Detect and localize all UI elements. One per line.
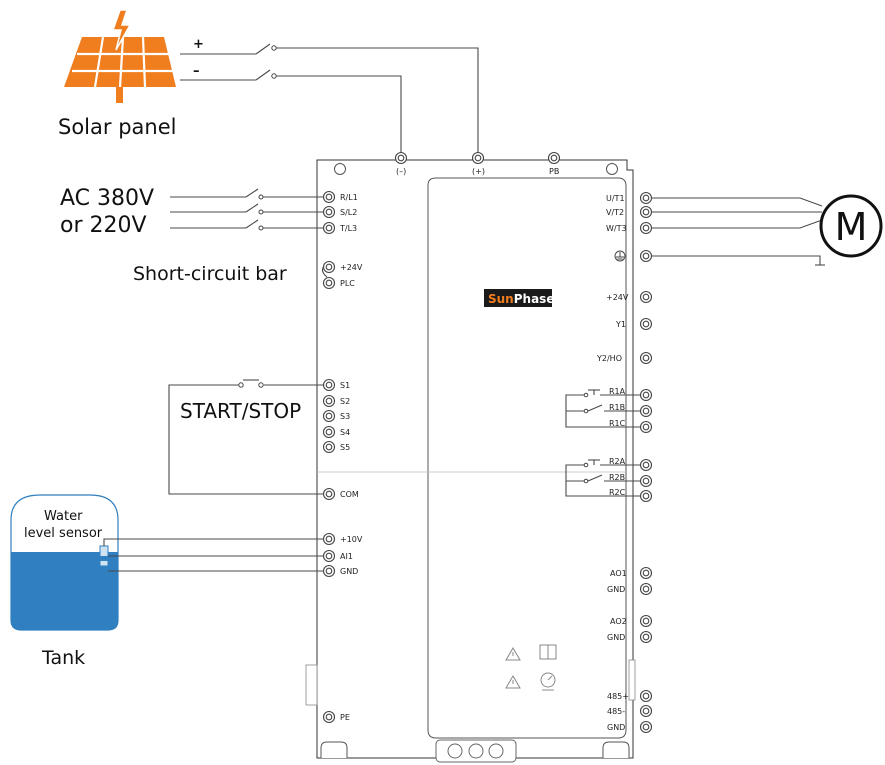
solar-wiring [180, 43, 479, 155]
short-circuit-bar-label: Short-circuit bar [133, 263, 287, 285]
digital-input-terminals: S1 S2 S3 S4 S5 COM [322, 378, 359, 501]
start-stop-label: START/STOP [180, 399, 301, 423]
terminal-label-ut1: U/T1 [606, 194, 625, 203]
terminal-label-plc: PLC [340, 279, 355, 288]
terminal-label-sl2: S/L2 [340, 208, 357, 217]
terminal-label-wt3: W/T3 [606, 224, 627, 233]
top-terminals: (–) (+) PB [394, 151, 561, 176]
terminal-label-com: COM [340, 490, 359, 499]
relay1-terminals: R1A R1B R1C [609, 387, 653, 434]
terminal-label-y1: Y1 [615, 320, 626, 329]
relay1-contacts [565, 389, 640, 428]
tank-label: Tank [41, 647, 85, 669]
ac-label-line2: or 220V [60, 213, 147, 238]
sensor-wiring [103, 538, 323, 572]
terminal-label-s2: S2 [340, 397, 350, 406]
solar-panel-label: Solar panel [58, 115, 176, 139]
terminal-label-gnd-ao2: GND [607, 633, 625, 642]
brand-sun: Sun [488, 292, 514, 306]
water-tank [10, 494, 119, 631]
timer-icon [540, 672, 556, 691]
analog-input-terminals: +10V AI1 GND [322, 532, 363, 578]
water-level-sensor-icon [99, 545, 109, 567]
terminal-label-ai1: AI1 [340, 552, 353, 561]
terminal-label-pos: (+) [472, 167, 485, 176]
start-stop-wiring [168, 379, 323, 495]
minus-label: – [193, 64, 200, 79]
brand-phase: Phase [514, 292, 555, 306]
terminal-label-s4: S4 [340, 428, 350, 437]
output-terminals: +24V Y1 Y2/HO [596, 290, 653, 365]
svg-text:SunPhase: SunPhase [488, 292, 554, 306]
motor-output-terminals: U/T1 V/T2 W/T3 [606, 191, 653, 263]
terminal-label-s5: S5 [340, 443, 350, 452]
inverter-body [305, 159, 636, 763]
terminal-label-485p: 485+ [607, 692, 629, 701]
manual-icon [539, 644, 557, 660]
terminal-label-r1a: R1A [609, 387, 626, 396]
terminal-label-485n: 485- [607, 707, 625, 716]
sensor-label-line2: level sensor [24, 526, 103, 541]
terminal-label-pe: PE [340, 713, 350, 722]
terminal-label-10v: +10V [340, 535, 363, 544]
ao2-terminals: AO2 GND [607, 614, 653, 644]
terminal-label-r1c: R1C [609, 419, 626, 428]
rs485-terminals: 485+ 485- GND [607, 689, 653, 734]
terminal-label-tl3: T/L3 [339, 224, 357, 233]
sensor-label-line1: Water [44, 509, 83, 524]
terminal-label-r1b: R1B [609, 403, 625, 412]
terminal-label-ao1: AO1 [610, 569, 627, 578]
terminal-label-r2b: R2B [609, 473, 625, 482]
terminal-label-ao2: AO2 [610, 617, 627, 626]
terminal-label-24v-left: +24V [340, 263, 363, 272]
terminal-label-s3: S3 [340, 412, 350, 421]
terminal-label-y2ho: Y2/HO [596, 354, 622, 363]
pe-terminal: PE [322, 710, 350, 724]
warning-icon [505, 647, 521, 689]
terminal-label-pb: PB [549, 167, 559, 176]
power-input-terminals: R/L1 S/L2 T/L3 [322, 190, 358, 235]
plus-label: + [193, 37, 204, 52]
terminal-label-vt2: V/T2 [606, 208, 624, 217]
terminal-label-r2a: R2A [609, 457, 626, 466]
ao1-terminals: AO1 GND [607, 566, 653, 596]
terminal-label-neg: (–) [396, 167, 406, 176]
relay2-contacts [565, 459, 640, 497]
terminal-label-rl1: R/L1 [340, 193, 358, 202]
terminal-label-gnd-left: GND [340, 567, 358, 576]
short-circuit-bar-terminals: +24V PLC [321, 260, 363, 290]
motor-icon: M [819, 194, 883, 258]
terminal-label-r2c: R2C [609, 488, 626, 497]
motor-label: M [835, 205, 868, 249]
terminal-label-s1: S1 [340, 381, 350, 390]
terminal-label-24v-right: +24V [606, 293, 629, 302]
ac-label-line1: AC 380V [60, 186, 154, 211]
terminal-label-gnd-ao1: GND [607, 585, 625, 594]
motor-wiring [652, 197, 825, 266]
ground-symbol-icon [614, 250, 626, 262]
ac-wiring [170, 188, 323, 231]
terminal-label-gnd-485: GND [607, 723, 625, 732]
brand-logo: SunPhase [484, 289, 554, 307]
relay2-terminals: R2A R2B R2C [609, 457, 653, 503]
solar-panel-icon [64, 9, 176, 103]
